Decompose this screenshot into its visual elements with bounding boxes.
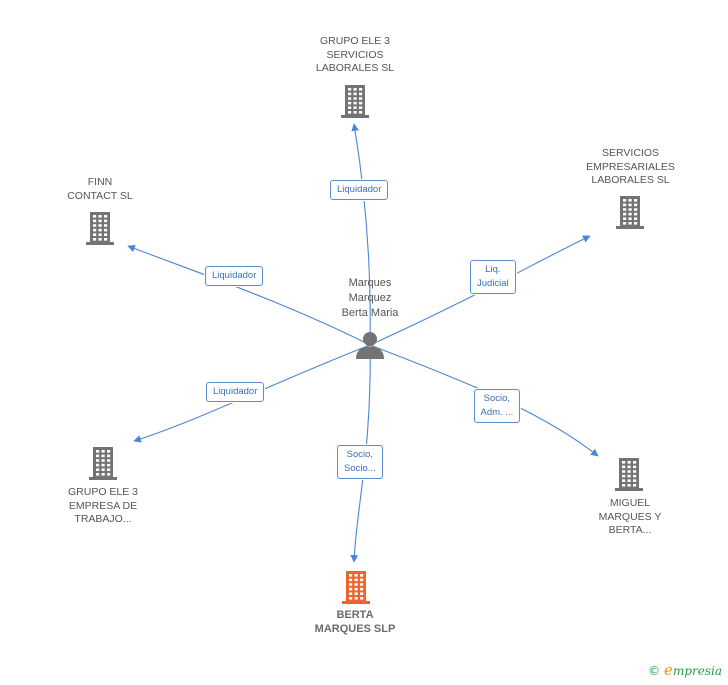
company-name: FINN CONTACT SL <box>67 176 133 202</box>
building-icon <box>615 458 643 491</box>
company-name: GRUPO ELE 3 SERVICIOS LABORALES SL <box>315 35 395 74</box>
company-name: MIGUEL MARQUES Y BERTA... <box>598 497 662 536</box>
edge-grupo-ele-3-servicios <box>351 123 371 346</box>
edge-label-miguel-marques[interactable]: Socio, Adm. ... <box>473 389 521 423</box>
building-icon <box>342 571 370 604</box>
building-icon <box>89 447 117 480</box>
edge-label-grupo-ele-3-servicios[interactable]: Liquidador <box>330 180 389 200</box>
edge-label-grupo-ele-3-empresa[interactable]: Liquidador <box>206 382 265 402</box>
copyright-symbol: © <box>648 664 661 678</box>
person-icon <box>356 332 384 359</box>
edge-finn-contact <box>127 244 371 346</box>
edge-label-berta-marques-slp[interactable]: Socio, Socio... <box>337 445 383 479</box>
building-icon <box>616 196 644 229</box>
edge-label-finn-contact[interactable]: Liquidador <box>205 266 264 286</box>
brand-initial: e <box>664 661 673 679</box>
company-name: SERVICIOS EMPRESARIALES LABORALES SL <box>586 147 675 186</box>
building-icon <box>86 212 114 245</box>
person-name: Marques Marquez Berta Maria <box>341 277 399 319</box>
edge-label-servicios-empresariales[interactable]: Liq. Judicial <box>470 260 516 294</box>
empresia-watermark: ©empresia <box>648 661 722 679</box>
brand-name: mpresia <box>672 664 722 678</box>
company-name: BERTA MARQUES SLP <box>314 609 396 635</box>
company-name: GRUPO ELE 3 EMPRESA DE TRABAJO... <box>67 486 139 525</box>
building-icon <box>341 85 369 118</box>
